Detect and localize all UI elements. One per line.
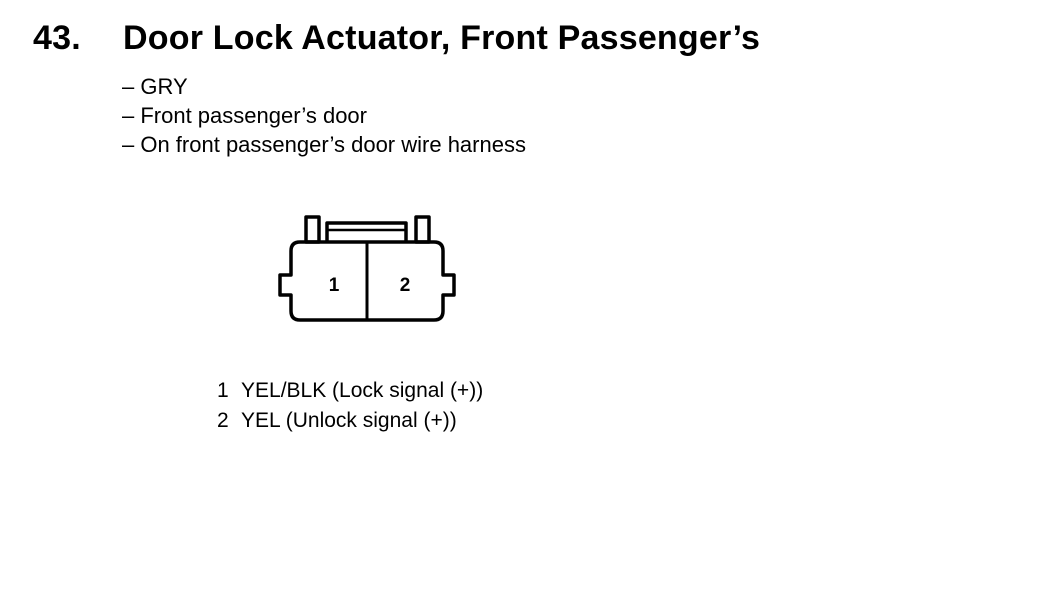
connector-right-tab (414, 215, 431, 244)
connector-color: – GRY (122, 74, 188, 99)
pin-row: 1 YEL/BLK (Lock signal (+)) (217, 376, 483, 406)
connector-left-tab (304, 215, 321, 244)
component-title: Door Lock Actuator, Front Passenger’s (123, 19, 761, 57)
cavity-label-1: 1 (329, 275, 340, 296)
connector-latch (325, 221, 408, 242)
connector-housing (278, 240, 456, 322)
pin-list: 1 YEL/BLK (Lock signal (+)) 2 YEL (Unlock … (217, 376, 483, 436)
pin-number: 2 (217, 409, 229, 432)
connector-diagram: 1 2 (278, 215, 456, 322)
pin-number: 1 (217, 379, 229, 402)
section-number: 43. (33, 19, 81, 57)
pin-description: YEL (Unlock signal (+)) (241, 409, 457, 432)
component-details: – GRY – Front passenger’s door – On fron… (122, 72, 526, 159)
component-location: – Front passenger’s door (122, 103, 367, 128)
connector-location: – On front passenger’s door wire harness (122, 132, 526, 157)
cavity-label-2: 2 (400, 275, 411, 296)
pin-row: 2 YEL (Unlock signal (+)) (217, 406, 483, 436)
pin-description: YEL/BLK (Lock signal (+)) (241, 379, 484, 402)
page-heading: 43. Door Lock Actuator, Front Passenger’s (33, 19, 760, 58)
